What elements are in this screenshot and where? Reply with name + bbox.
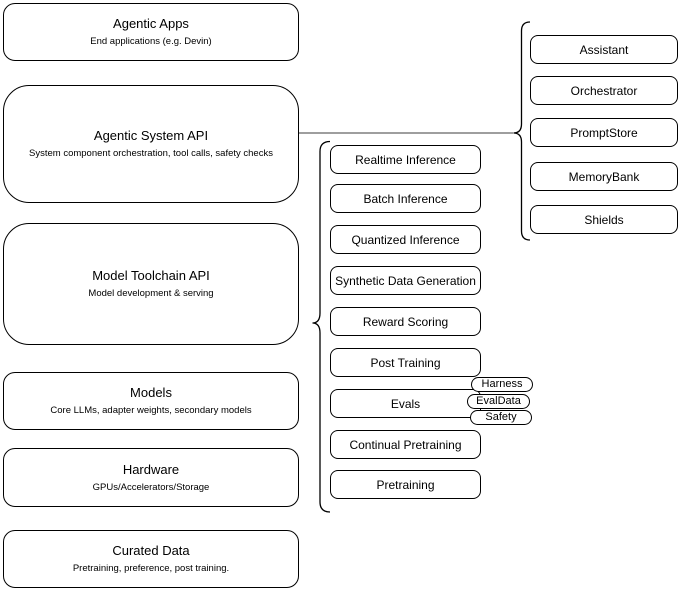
eval-tag-harness: Harness	[471, 377, 533, 392]
layer-subtitle: Pretraining, preference, post training.	[72, 563, 230, 574]
layer-box-agentic-apps: Agentic Apps End applications (e.g. Devi…	[3, 3, 299, 61]
eval-tag-evaldata: EvalData	[467, 394, 530, 409]
layer-box-model-toolchain-api: Model Toolchain API Model development & …	[3, 223, 299, 345]
system-component-promptstore: PromptStore	[530, 118, 678, 147]
layer-title: Curated Data	[112, 543, 190, 558]
toolchain-item-realtime-inference: Realtime Inference	[330, 145, 481, 174]
layer-title: Model Toolchain API	[92, 268, 210, 283]
layer-box-agentic-system-api: Agentic System API System component orch…	[3, 85, 299, 203]
layer-box-hardware: Hardware GPUs/Accelerators/Storage	[3, 448, 299, 507]
layer-title: Agentic Apps	[113, 16, 189, 31]
system-component-orchestrator: Orchestrator	[530, 76, 678, 105]
toolchain-item-evals: Evals	[330, 389, 481, 418]
toolchain-item-post-training: Post Training	[330, 348, 481, 377]
toolchain-item-synthetic-data-generation: Synthetic Data Generation	[330, 266, 481, 295]
layer-box-models: Models Core LLMs, adapter weights, secon…	[3, 372, 299, 430]
toolchain-item-pretraining: Pretraining	[330, 470, 481, 499]
toolchain-brace	[312, 140, 331, 513]
components-brace	[513, 21, 531, 241]
layer-subtitle: System component orchestration, tool cal…	[29, 148, 273, 159]
layer-title: Hardware	[122, 461, 180, 477]
toolchain-item-reward-scoring: Reward Scoring	[330, 307, 481, 336]
layer-subtitle: Core LLMs, adapter weights, secondary mo…	[50, 405, 252, 416]
system-component-assistant: Assistant	[530, 35, 678, 64]
layer-box-curated-data: Curated Data Pretraining, preference, po…	[3, 530, 299, 588]
system-component-memorybank: MemoryBank	[530, 162, 678, 191]
layer-subtitle: Model development & serving	[88, 288, 214, 299]
layer-subtitle: GPUs/Accelerators/Storage	[92, 481, 210, 493]
layer-title: Models	[130, 385, 172, 400]
layer-subtitle: End applications (e.g. Devin)	[90, 36, 212, 47]
system-component-shields: Shields	[530, 205, 678, 234]
toolchain-item-continual-pretraining: Continual Pretraining	[330, 430, 481, 459]
layer-title: Agentic System API	[93, 128, 209, 143]
eval-tag-safety: Safety	[470, 410, 532, 425]
toolchain-item-quantized-inference: Quantized Inference	[330, 225, 481, 254]
toolchain-item-batch-inference: Batch Inference	[330, 184, 481, 213]
